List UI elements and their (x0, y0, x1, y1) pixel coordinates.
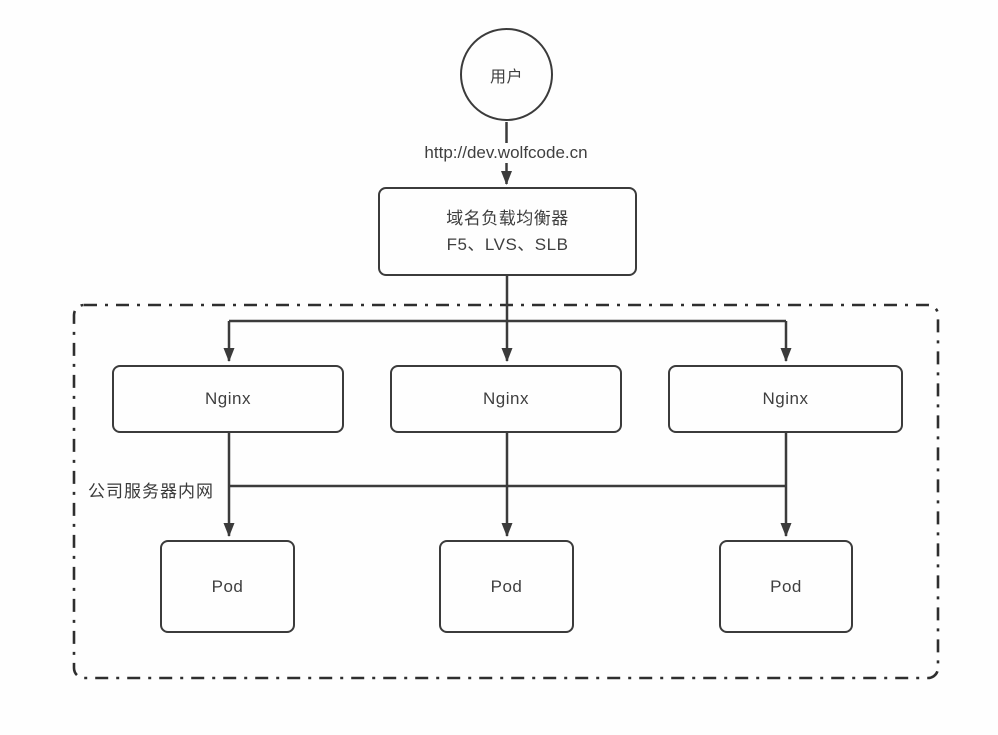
pod-node-3-label: Pod (770, 576, 802, 596)
user-node: 用户 (460, 28, 553, 121)
intranet-label: 公司服务器内网 (88, 482, 214, 501)
load-balancer-node: 域名负载均衡器 F5、LVS、SLB (378, 187, 637, 276)
load-balancer-subtitle: F5、LVS、SLB (446, 234, 569, 254)
nginx-node-3: Nginx (668, 365, 903, 433)
pod-node-3: Pod (719, 540, 853, 633)
nginx-node-2: Nginx (390, 365, 622, 433)
nginx-node-1: Nginx (112, 365, 344, 433)
nginx-node-2-label: Nginx (483, 389, 529, 408)
load-balancer-title: 域名负载均衡器 (446, 208, 569, 228)
pod-node-1: Pod (160, 540, 295, 633)
pod-node-2-label: Pod (490, 576, 523, 596)
pod-node-1-label: Pod (211, 576, 244, 596)
pod-node-2: Pod (439, 540, 574, 633)
url-label: http://dev.wolfcode.cn (417, 143, 595, 163)
nginx-node-3-label: Nginx (762, 389, 809, 408)
user-node-label: 用户 (489, 68, 523, 86)
nginx-node-1-label: Nginx (205, 389, 251, 408)
